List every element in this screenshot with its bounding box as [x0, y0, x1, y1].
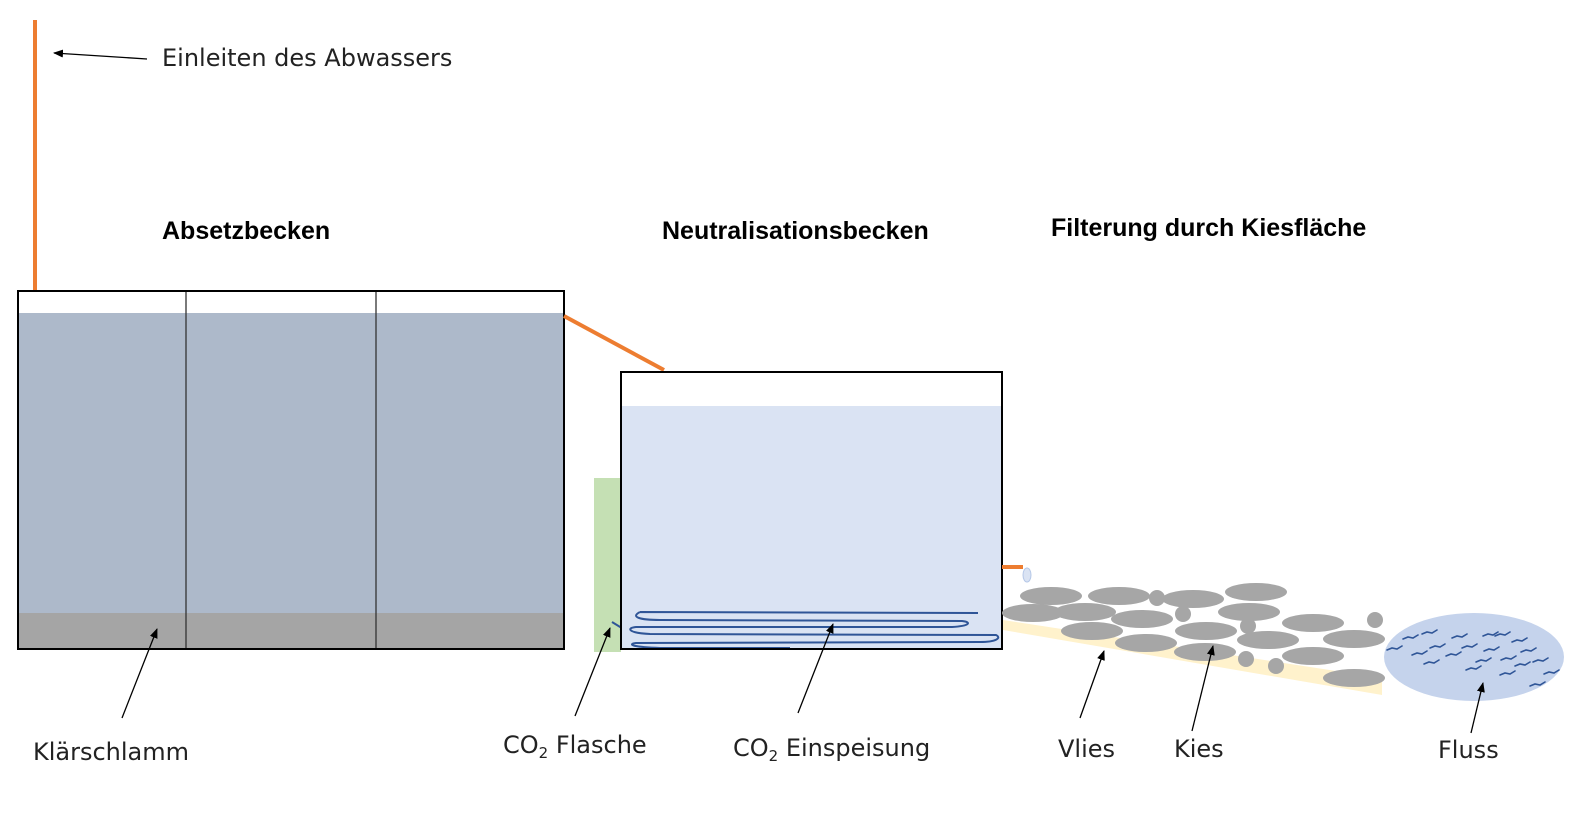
neutralisation-tank-outline	[620, 371, 1003, 650]
gravel-stone	[1175, 622, 1237, 640]
settling-tank	[17, 290, 565, 650]
gravel-stone	[1162, 590, 1224, 608]
gravel-stone	[1323, 630, 1385, 648]
gravel-stone	[1088, 587, 1150, 605]
water-droplet	[1022, 567, 1032, 583]
title-neutralisationsbecken: Neutralisationsbecken	[662, 217, 929, 245]
sludge-arrow	[121, 628, 158, 719]
co2-feed-coil	[629, 611, 1000, 649]
gravel-stone	[1218, 603, 1280, 621]
gravel-pebble	[1238, 651, 1254, 667]
fleece-arrow	[1079, 650, 1105, 719]
river-waves	[1386, 629, 1560, 687]
inflow-arrow	[53, 49, 148, 60]
gravel-pebble	[1149, 590, 1165, 606]
gravel-field	[1002, 583, 1385, 687]
label-co2-einspeisung: CO2 Einspeisung	[733, 734, 930, 765]
gravel-stone	[1282, 647, 1344, 665]
settling-tank-outline	[17, 290, 565, 650]
co2-bottle	[594, 478, 621, 652]
river	[1384, 613, 1564, 701]
river-arrow	[1470, 682, 1485, 734]
settling-tank-sludge	[18, 613, 564, 649]
label-einleiten: Einleiten des Abwassers	[162, 44, 452, 72]
river-body	[1384, 613, 1564, 701]
title-filterung: Filterung durch Kiesfläche	[1051, 214, 1366, 242]
gravel-stone	[1054, 603, 1116, 621]
gravel-pebble	[1240, 618, 1256, 634]
label-fluss: Fluss	[1438, 736, 1499, 764]
gravel-pebble	[1268, 658, 1284, 674]
co2-bottle-arrow	[574, 627, 611, 717]
gravel-stone	[1002, 604, 1064, 622]
label-klaerschlamm: Klärschlamm	[33, 738, 189, 766]
label-vlies: Vlies	[1058, 735, 1115, 763]
label-co2-flasche: CO2 Flasche	[503, 731, 647, 762]
gravel-stone	[1020, 587, 1082, 605]
gravel-arrow	[1191, 645, 1215, 732]
gravel-pebble	[1367, 612, 1383, 628]
gravel-stone	[1111, 610, 1173, 628]
label-kies: Kies	[1174, 735, 1224, 763]
gravel-stone	[1061, 622, 1123, 640]
connecting-pipe	[563, 314, 665, 372]
gravel-stone	[1115, 634, 1177, 652]
title-absetzbecken: Absetzbecken	[162, 217, 330, 245]
gravel-stone	[1174, 643, 1236, 661]
neutralisation-tank	[620, 371, 1003, 650]
gravel-stone	[1282, 614, 1344, 632]
gravel-stone	[1225, 583, 1287, 601]
gravel-stone	[1323, 669, 1385, 687]
gravel-pebble	[1175, 606, 1191, 622]
gravel-stone	[1237, 631, 1299, 649]
settling-tank-water	[18, 313, 564, 615]
neutralisation-tank-water	[622, 406, 1001, 649]
co2-feed-arrow	[797, 623, 834, 714]
